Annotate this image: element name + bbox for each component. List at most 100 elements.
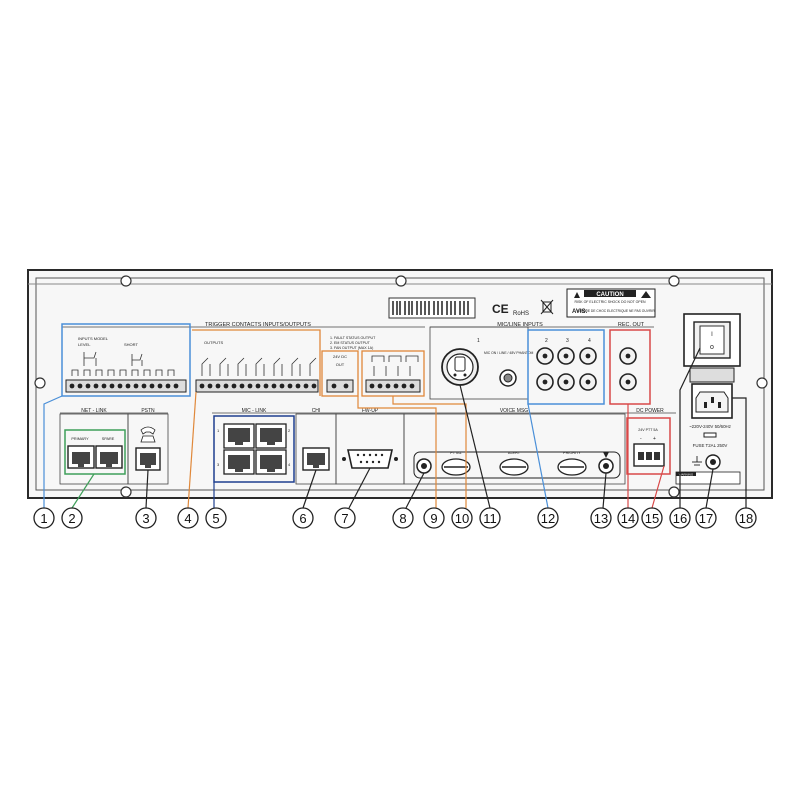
xlr-pin — [463, 373, 467, 377]
callout-circles — [33, 507, 757, 529]
callout-number: 3 — [142, 511, 149, 526]
fuse-label: FUSE T2AL 250V — [693, 443, 728, 448]
rca-channel-num: 3 — [566, 338, 569, 344]
warning-label: WARNING — [679, 473, 694, 477]
knob-center — [503, 373, 513, 383]
rohs-mark: RoHS — [513, 311, 529, 317]
xlr-latch — [454, 356, 466, 372]
dc-out-terminal — [326, 379, 354, 393]
warning-triangle-icon — [641, 291, 651, 298]
ce-mark: CE — [492, 302, 509, 316]
mic-link-port-num: 1 — [217, 428, 220, 433]
voice-2-label: ALERT — [508, 451, 521, 455]
callout-number: 9 — [430, 511, 437, 526]
xlr-pin — [453, 373, 457, 377]
mic-link-port-num: 3 — [217, 462, 220, 467]
db9-pins — [356, 453, 384, 464]
mic-link-label: MIC - LINK — [242, 408, 267, 414]
caution-sub: RISK OF ELECTRIC SHOCK DO NOT OPEN — [574, 300, 646, 304]
callout-number: 13 — [594, 511, 608, 526]
voice-msg-frame — [403, 413, 626, 485]
arrow-down-icon — [603, 452, 609, 458]
screw-icon — [668, 275, 680, 287]
inputs-wiring-symbol — [83, 351, 143, 366]
chime-label: CHI — [312, 408, 321, 414]
pstn-frame — [127, 413, 169, 485]
rec-out-box — [609, 329, 651, 405]
dc-24v-label: 24V DC — [333, 354, 347, 359]
dc-terminal-slot — [654, 452, 660, 460]
callout-number: 16 — [673, 511, 687, 526]
terminal-screw-icon — [331, 383, 337, 389]
iec-pin — [711, 397, 714, 403]
trigger-inputs-box — [61, 323, 191, 397]
db9-serial-port[interactable] — [347, 449, 393, 469]
db9-screw — [342, 457, 346, 461]
callout-number: 14 — [621, 511, 635, 526]
voice-3-label: PRIORITY — [563, 451, 581, 455]
fuse-symbol-icon — [703, 432, 717, 438]
callout-number: 5 — [212, 511, 219, 526]
rj45-port-opening — [72, 452, 90, 467]
rec-jack-center — [625, 379, 631, 385]
ground-symbol-icon — [692, 456, 702, 466]
fuse-drawer[interactable] — [689, 367, 735, 383]
output-terminal-screws — [199, 383, 317, 389]
phone-icon — [140, 426, 156, 443]
callout-number: 15 — [645, 511, 659, 526]
callout-number: 18 — [739, 511, 753, 526]
fault-status-terminal — [365, 379, 421, 393]
callout-number: 11 — [483, 511, 497, 526]
callout-number: 6 — [299, 511, 306, 526]
dc-power-spec: 24V PTT 5A — [638, 428, 658, 432]
mic-link-port-num: 2 — [288, 428, 291, 433]
db9-screw — [394, 457, 398, 461]
caution-title: CAUTION — [596, 292, 623, 298]
avis-label: AVIS: — [572, 309, 588, 315]
mic-line-section-label: MIC/LINE INPUTS — [497, 322, 543, 328]
caution-label: CAUTION RISK OF ELECTRIC SHOCK DO NOT OP… — [566, 288, 656, 318]
pstn-label: PSTN — [141, 408, 155, 414]
outputs-label: OUTPUTS — [204, 340, 223, 345]
dc-out-box — [321, 350, 359, 397]
callout-number: 4 — [184, 511, 191, 526]
dc-polarity-mark: + — [653, 436, 656, 442]
screw-icon — [34, 377, 46, 389]
callout-number: 8 — [399, 511, 406, 526]
output-relay-symbols — [201, 357, 317, 376]
knob-center — [603, 463, 609, 469]
level-label: LEVEL — [78, 342, 91, 347]
mic-link-box — [213, 415, 295, 483]
trigger-outputs-bracket — [192, 329, 321, 396]
screw-icon — [756, 377, 768, 389]
voltage-label: ~220V-240V 50/60Hz — [689, 424, 731, 429]
dc-terminal-slot — [638, 452, 644, 460]
mic-link-port-num: 4 — [288, 462, 291, 467]
rec-out-label: REC. OUT — [618, 322, 645, 328]
switch-rocker — [699, 325, 725, 355]
screw-icon — [668, 486, 680, 498]
inputs-model-label: INPUTS MODEL — [78, 336, 109, 341]
input-terminal-posts — [71, 369, 175, 376]
leader-lines — [43, 347, 747, 509]
warning-triangle-icon — [574, 292, 580, 298]
chime-port-opening — [307, 453, 325, 468]
callout-number: 7 — [341, 511, 348, 526]
voice-1-label: PTTA1 — [450, 451, 462, 455]
voice-msg-plate — [413, 451, 621, 479]
screw-icon — [395, 275, 407, 287]
rca-inputs-box — [527, 329, 605, 405]
mic-channel-num: 1 — [477, 338, 480, 344]
iec-pin — [718, 402, 721, 408]
rca-jack-centers — [542, 353, 591, 385]
rj45-port-opening — [100, 452, 118, 467]
weee-bin-icon — [540, 299, 554, 315]
iec-pin — [704, 402, 707, 408]
fault-relay-symbols — [371, 355, 419, 376]
callout-number: 17 — [699, 511, 713, 526]
spare-port-label: SPARE — [102, 437, 115, 441]
dc-terminal-slot — [646, 452, 652, 460]
screw-icon — [120, 275, 132, 287]
net-link-label: NET - LINK — [81, 408, 107, 414]
